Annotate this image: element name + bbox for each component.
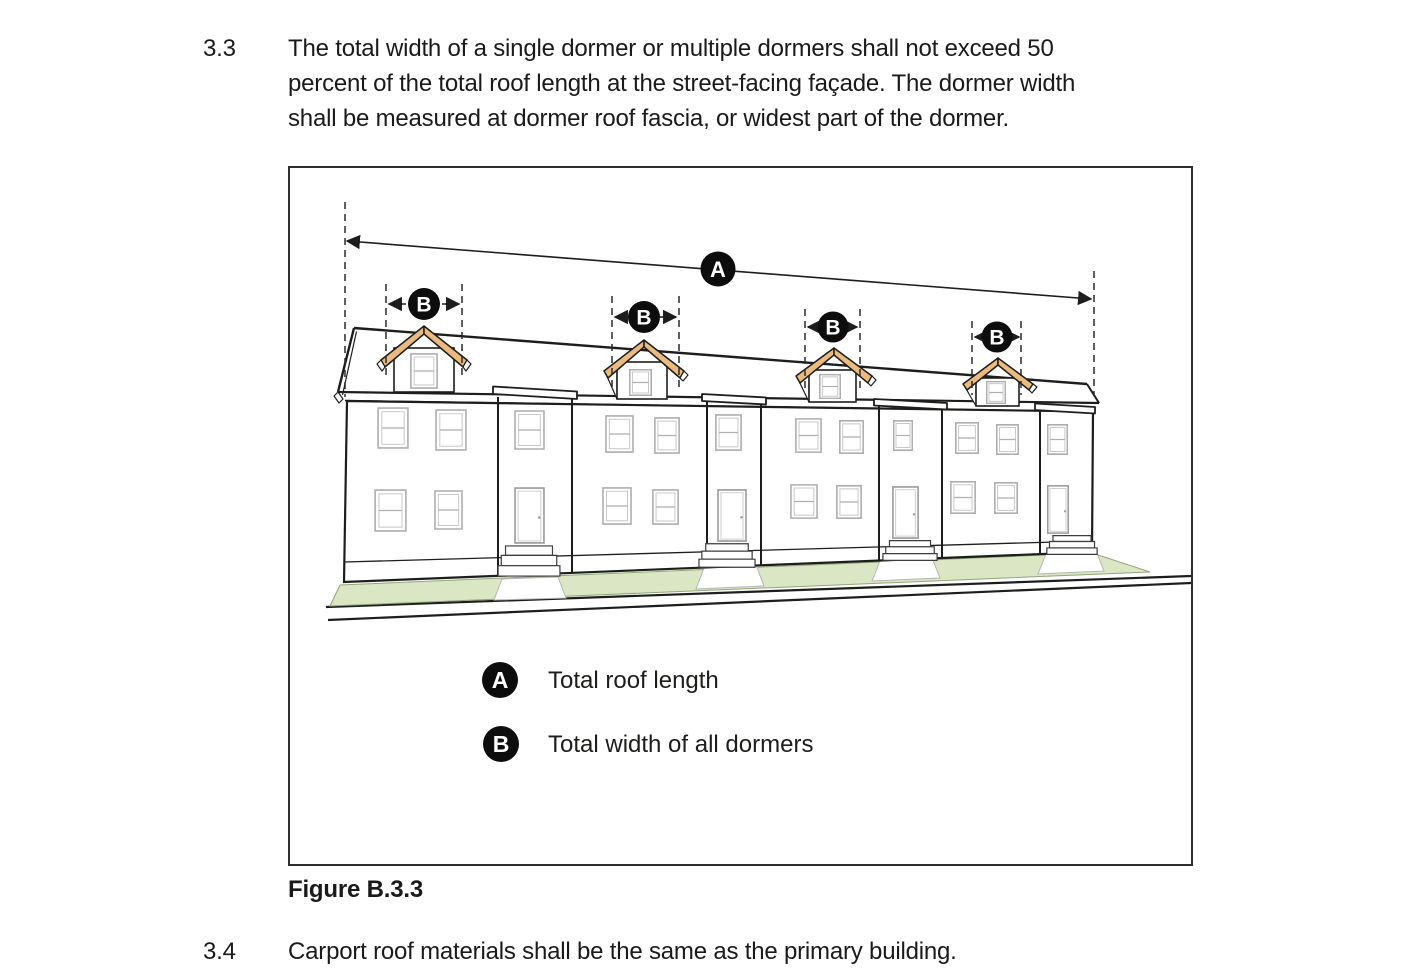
legend-marker-b-circle (483, 726, 519, 762)
section-number: 3.4 (203, 938, 236, 965)
legend-marker-a-circle (482, 662, 518, 698)
dormer-3 (795, 347, 877, 403)
front-lawn (329, 550, 1151, 607)
roof-ridge (353, 326, 1088, 386)
section-number: 3.3 (203, 35, 236, 62)
section-text: Carport roof materials shall be the same… (288, 934, 957, 969)
dimension-b1: B (385, 284, 463, 379)
marker-a-letter: A (710, 257, 726, 282)
dormer-1 (376, 325, 472, 393)
section-3-3: 3.3 The total width of a single dormer o… (203, 31, 1075, 136)
dormer-4 (962, 357, 1038, 407)
rowhouse-dormer-illustration: A B B (325, 202, 1191, 762)
section-text-line: percent of the total roof length at the … (288, 70, 1076, 97)
marker-b-letter: B (825, 317, 840, 340)
dimension-b3: B (804, 309, 861, 392)
legend-marker-b-letter: B (493, 731, 510, 757)
marker-b-circle (981, 321, 1013, 353)
dimension-b2: B (611, 296, 680, 387)
legend-label-b: Total width of all dormers (548, 731, 813, 758)
dimension-b4: B (971, 321, 1022, 395)
marker-b-circle (628, 301, 660, 333)
marker-b-letter: B (416, 294, 431, 317)
roof-hip (1086, 383, 1100, 404)
walkway (493, 576, 567, 601)
marker-b-circle (817, 311, 849, 343)
figure-caption: Figure B.3.3 (288, 876, 423, 903)
section-text: The total width of a single dormer or mu… (288, 31, 1075, 136)
legend-label-a: Total roof length (548, 667, 719, 694)
legend-row-a: A Total roof length (482, 662, 719, 698)
section-3-4: 3.4 Carport roof materials shall be the … (203, 934, 957, 969)
marker-b-letter: B (989, 327, 1004, 350)
marker-a-circle (700, 251, 736, 287)
legend-marker-a-letter: A (492, 667, 509, 693)
figure-legend: A Total roof length B Total width of all… (482, 662, 813, 762)
legend-row-b: B Total width of all dormers (483, 726, 813, 762)
walkway (695, 564, 765, 590)
dormer-2 (603, 339, 689, 400)
dimension-a: A (344, 202, 1095, 397)
gable-edge (336, 327, 356, 393)
unit-separators (497, 397, 1041, 576)
entry-bay-cornices (492, 385, 1096, 415)
street (325, 574, 1191, 622)
marker-b-letter: B (636, 307, 651, 330)
section-text-line: shall be measured at dormer roof fascia,… (288, 105, 1010, 132)
section-text-line: The total width of a single dormer or mu… (288, 35, 1054, 62)
marker-b-circle (408, 288, 440, 320)
section-text-line: Carport roof materials shall be the same… (288, 938, 957, 965)
figure-box: A B B (288, 166, 1193, 866)
rowhouse-facade (342, 385, 1098, 584)
